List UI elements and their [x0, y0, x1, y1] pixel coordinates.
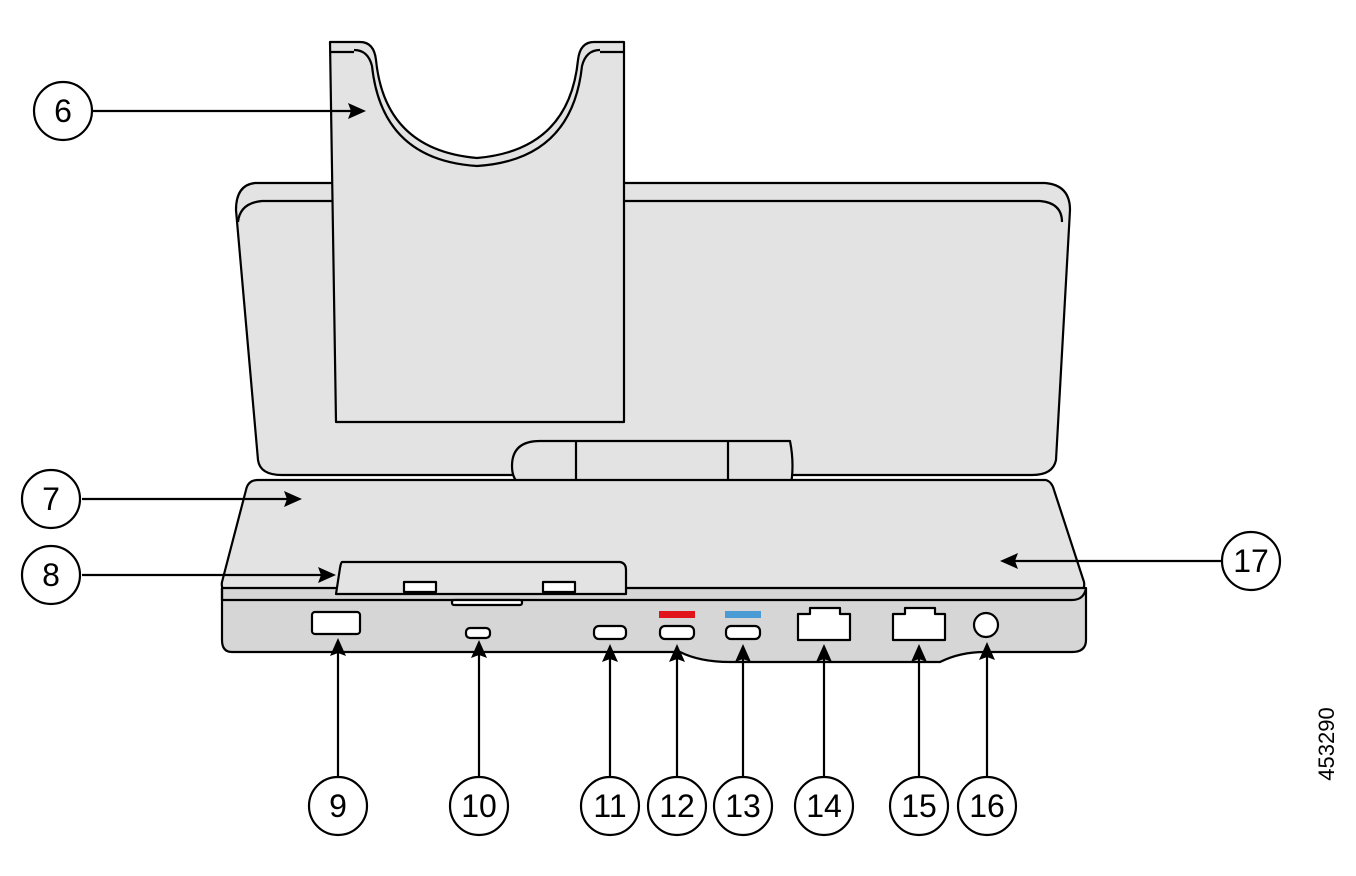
- svg-text:15: 15: [901, 788, 937, 824]
- callout-12: 12: [646, 775, 708, 837]
- callout-13: 13: [712, 775, 774, 837]
- callout-9: 9: [307, 775, 369, 837]
- callout-7: 7: [20, 468, 82, 530]
- blue-marker: [725, 611, 761, 618]
- svg-text:9: 9: [329, 788, 347, 824]
- base-unit: [220, 478, 1088, 664]
- callout-11: 11: [579, 775, 641, 837]
- svg-text:17: 17: [1233, 543, 1269, 579]
- figure-id: 453290: [1314, 707, 1339, 780]
- ethernet-port-15: [891, 606, 947, 642]
- battery-tray: [334, 560, 628, 607]
- usb-c-port-10: [464, 626, 492, 640]
- svg-text:16: 16: [969, 788, 1005, 824]
- callout-14: 14: [793, 775, 855, 837]
- svg-text:11: 11: [593, 788, 626, 824]
- ports: [310, 606, 1000, 642]
- usb-c-port-11: [592, 624, 628, 641]
- svg-text:6: 6: [54, 93, 72, 129]
- svg-text:12: 12: [659, 788, 695, 824]
- usb-c-port-13: [724, 624, 762, 641]
- leader-lines: [82, 103, 1222, 776]
- svg-text:10: 10: [461, 788, 497, 824]
- headset-cradle: [328, 40, 626, 424]
- callout-15: 15: [888, 775, 950, 837]
- callout-6: 6: [32, 80, 94, 142]
- usb-a-port: [310, 610, 362, 636]
- svg-text:7: 7: [42, 481, 60, 517]
- svg-text:13: 13: [725, 788, 761, 824]
- ethernet-port-14: [796, 606, 852, 642]
- audio-jack: [972, 611, 1000, 639]
- red-marker: [659, 611, 695, 618]
- callout-8: 8: [20, 544, 82, 606]
- callout-17: 17: [1220, 530, 1282, 592]
- usb-c-port-12: [658, 624, 696, 641]
- callout-10: 10: [448, 775, 510, 837]
- svg-text:14: 14: [806, 788, 842, 824]
- callout-16: 16: [956, 775, 1018, 837]
- svg-text:8: 8: [42, 557, 60, 593]
